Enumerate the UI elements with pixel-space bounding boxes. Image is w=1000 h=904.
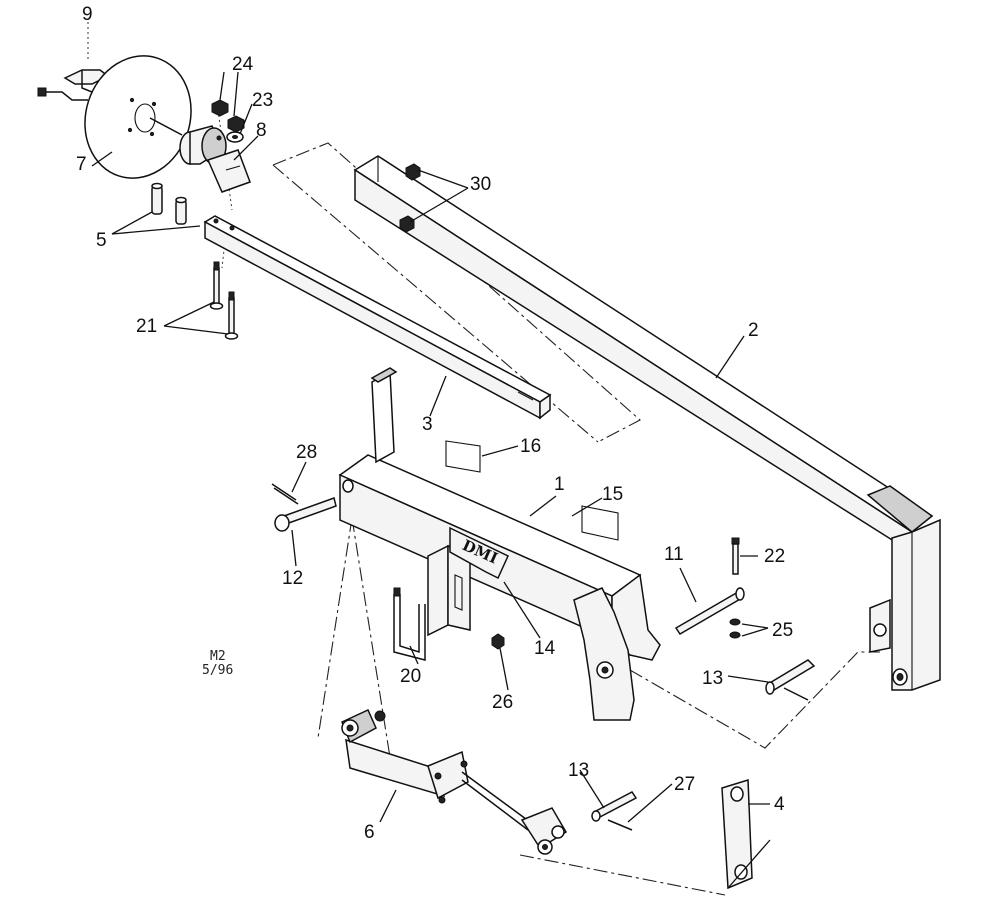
callout-4: 4 — [774, 794, 785, 815]
callout-6: 6 — [364, 822, 375, 843]
part-8-hub-assembly — [179, 125, 251, 193]
callout-20: 20 — [400, 666, 421, 687]
callout-3: 3 — [422, 414, 433, 435]
part-15-decal — [581, 505, 619, 541]
part-5-sleeves — [151, 182, 187, 225]
part-27-clip — [607, 819, 633, 831]
part-7-disc — [84, 55, 192, 179]
callout-labels: 9 24 23 8 7 30 5 21 2 3 16 28 1 15 11 22… — [76, 4, 793, 843]
part-25-washers — [729, 618, 741, 639]
part-6-hydraulic-cylinder — [341, 709, 568, 855]
callout-25: 25 — [772, 620, 793, 641]
callout-28: 28 — [296, 442, 317, 463]
callout-11: 11 — [664, 544, 684, 565]
part-3-tube — [203, 215, 552, 420]
drawing-identifier: M2 5/96 — [202, 649, 233, 678]
model-code: M2 — [210, 649, 226, 664]
part-2-long-arm — [353, 155, 941, 691]
part-13-pin-lower — [591, 791, 638, 822]
part-26-nut — [491, 633, 505, 650]
callout-2: 2 — [748, 320, 759, 341]
part-22-bolt — [731, 537, 740, 575]
part-23-washer — [226, 131, 244, 143]
callout-14: 14 — [534, 638, 556, 659]
callout-13-lower: 13 — [568, 760, 589, 781]
part-30-bolts — [399, 163, 421, 233]
callout-21: 21 — [136, 316, 157, 337]
part-28-clip — [271, 483, 299, 505]
part-13-pin-upper — [765, 659, 816, 701]
callout-22: 22 — [764, 546, 785, 567]
callout-leader-lines — [91, 71, 771, 889]
callout-5: 5 — [96, 230, 107, 251]
callout-30: 30 — [470, 174, 491, 195]
callout-9: 9 — [82, 4, 93, 25]
callout-1: 1 — [554, 474, 565, 495]
revision-date: 5/96 — [202, 663, 233, 678]
callout-7: 7 — [76, 154, 87, 175]
callout-27: 27 — [674, 774, 695, 795]
callout-13-upper: 13 — [702, 668, 723, 689]
callout-15: 15 — [602, 484, 623, 505]
callout-12: 12 — [282, 568, 303, 589]
part-20-u-bolt — [393, 587, 426, 661]
part-1-main-frame — [338, 367, 661, 721]
part-16-decal — [445, 440, 481, 473]
callout-8: 8 — [256, 120, 267, 141]
part-21-bolts — [209, 261, 239, 340]
callout-26: 26 — [492, 692, 513, 713]
part-24-nuts — [211, 99, 245, 133]
callout-23: 23 — [252, 90, 273, 111]
part-11-pin — [674, 587, 745, 636]
callout-16: 16 — [520, 436, 541, 457]
part-4-link — [721, 778, 753, 890]
part-12-pin — [274, 497, 337, 532]
callout-24: 24 — [232, 54, 254, 75]
